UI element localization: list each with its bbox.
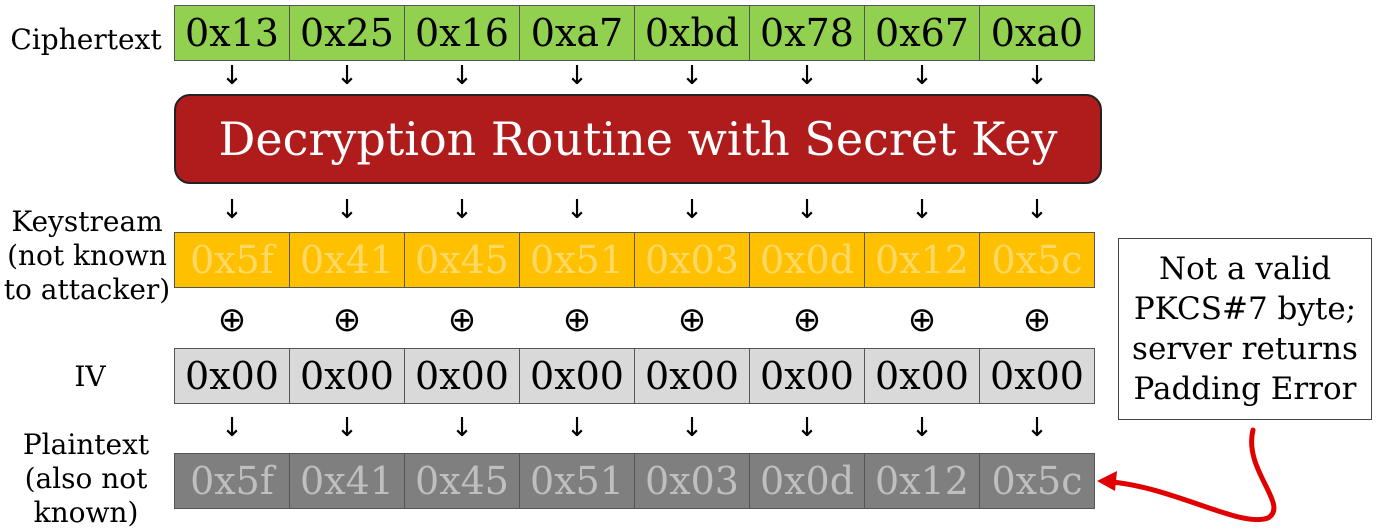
down-arrow-icon: ↓ bbox=[911, 61, 933, 91]
down-arrow-icon: ↓ bbox=[336, 61, 358, 91]
decryption-routine-box: Decryption Routine with Secret Key bbox=[174, 94, 1102, 184]
xor-icon: ⊕ bbox=[907, 300, 937, 340]
ciphertext-byte: 0x13 bbox=[174, 5, 290, 61]
plaintext-byte: 0x5c bbox=[979, 453, 1095, 509]
ciphertext-byte: 0x78 bbox=[749, 5, 865, 61]
plaintext-byte: 0x0d bbox=[749, 453, 865, 509]
keystream-label-line-1: Keystream bbox=[11, 205, 163, 238]
xor-row: ⊕ ⊕ ⊕ ⊕ ⊕ ⊕ ⊕ ⊕ bbox=[174, 298, 1095, 342]
down-arrow-icon: ↓ bbox=[451, 61, 473, 91]
xor-icon: ⊕ bbox=[332, 300, 362, 340]
keystream-byte: 0x12 bbox=[864, 232, 980, 288]
plaintext-byte: 0x45 bbox=[404, 453, 520, 509]
iv-label: IV bbox=[74, 360, 106, 393]
down-arrow-icon: ↓ bbox=[336, 413, 358, 443]
down-arrow-icon: ↓ bbox=[681, 413, 703, 443]
iv-byte: 0x00 bbox=[174, 348, 290, 404]
pointer-arrowhead-icon bbox=[1097, 471, 1117, 491]
down-arrow-icon: ↓ bbox=[336, 195, 358, 225]
down-arrow-icon: ↓ bbox=[911, 413, 933, 443]
plaintext-byte: 0x5f bbox=[174, 453, 290, 509]
xor-icon: ⊕ bbox=[677, 300, 707, 340]
plaintext-byte: 0x03 bbox=[634, 453, 750, 509]
pointer-arrow-curve bbox=[1109, 427, 1277, 522]
keystream-label-line-3: to attacker) bbox=[3, 273, 171, 306]
keystream-byte: 0x03 bbox=[634, 232, 750, 288]
plaintext-label-line-1: Plaintext bbox=[22, 428, 150, 461]
note-line-4: Padding Error bbox=[1133, 371, 1357, 407]
ciphertext-row: 0x13 0x25 0x16 0xa7 0xbd 0x78 0x67 0xa0 bbox=[174, 5, 1095, 61]
down-arrow-icon: ↓ bbox=[221, 413, 243, 443]
keystream-byte: 0x5c bbox=[979, 232, 1095, 288]
iv-byte: 0x00 bbox=[979, 348, 1095, 404]
down-arrow-icon: ↓ bbox=[796, 195, 818, 225]
plaintext-label-line-2: (also not bbox=[24, 462, 148, 495]
xor-icon: ⊕ bbox=[1022, 300, 1052, 340]
down-arrow-icon: ↓ bbox=[221, 61, 243, 91]
ciphertext-byte: 0x25 bbox=[289, 5, 405, 61]
down-arrow-icon: ↓ bbox=[1026, 61, 1048, 91]
keystream-byte: 0x5f bbox=[174, 232, 290, 288]
down-arrow-icon: ↓ bbox=[451, 195, 473, 225]
arrows-to-keystream: ↓ ↓ ↓ ↓ ↓ ↓ ↓ ↓ bbox=[174, 195, 1095, 225]
down-arrow-icon: ↓ bbox=[796, 413, 818, 443]
keystream-label-line-2: (not known bbox=[7, 239, 167, 272]
down-arrow-icon: ↓ bbox=[566, 413, 588, 443]
xor-icon: ⊕ bbox=[792, 300, 822, 340]
ciphertext-byte: 0xa0 bbox=[979, 5, 1095, 61]
xor-icon: ⊕ bbox=[217, 300, 247, 340]
plaintext-byte: 0x41 bbox=[289, 453, 405, 509]
note-line-3: server returns bbox=[1132, 331, 1358, 367]
down-arrow-icon: ↓ bbox=[566, 195, 588, 225]
keystream-row: 0x5f 0x41 0x45 0x51 0x03 0x0d 0x12 0x5c bbox=[174, 232, 1095, 288]
ciphertext-byte: 0x67 bbox=[864, 5, 980, 61]
ciphertext-byte: 0xa7 bbox=[519, 5, 635, 61]
note-line-1: Not a valid bbox=[1158, 251, 1332, 287]
iv-byte: 0x00 bbox=[519, 348, 635, 404]
down-arrow-icon: ↓ bbox=[796, 61, 818, 91]
down-arrow-icon: ↓ bbox=[221, 195, 243, 225]
ciphertext-byte: 0xbd bbox=[634, 5, 750, 61]
ciphertext-label: Ciphertext bbox=[10, 23, 162, 56]
iv-byte: 0x00 bbox=[289, 348, 405, 404]
ciphertext-byte: 0x16 bbox=[404, 5, 520, 61]
down-arrow-icon: ↓ bbox=[1026, 413, 1048, 443]
down-arrow-icon: ↓ bbox=[681, 195, 703, 225]
xor-icon: ⊕ bbox=[447, 300, 477, 340]
iv-row: 0x00 0x00 0x00 0x00 0x00 0x00 0x00 0x00 bbox=[174, 348, 1095, 404]
keystream-byte: 0x0d bbox=[749, 232, 865, 288]
down-arrow-icon: ↓ bbox=[681, 61, 703, 91]
iv-byte: 0x00 bbox=[634, 348, 750, 404]
arrows-to-decrypt: ↓ ↓ ↓ ↓ ↓ ↓ ↓ ↓ bbox=[174, 61, 1095, 91]
plaintext-row: 0x5f 0x41 0x45 0x51 0x03 0x0d 0x12 0x5c bbox=[174, 453, 1095, 509]
padding-error-note: Not a valid PKCS#7 byte; server returns … bbox=[1118, 238, 1372, 420]
arrows-to-plaintext: ↓ ↓ ↓ ↓ ↓ ↓ ↓ ↓ bbox=[174, 413, 1095, 443]
down-arrow-icon: ↓ bbox=[1026, 195, 1048, 225]
down-arrow-icon: ↓ bbox=[911, 195, 933, 225]
keystream-byte: 0x41 bbox=[289, 232, 405, 288]
xor-icon: ⊕ bbox=[562, 300, 592, 340]
note-line-2: PKCS#7 byte; bbox=[1133, 291, 1357, 327]
keystream-label: Keystream (not known to attacker) bbox=[2, 205, 172, 307]
iv-byte: 0x00 bbox=[404, 348, 520, 404]
keystream-byte: 0x45 bbox=[404, 232, 520, 288]
down-arrow-icon: ↓ bbox=[566, 61, 588, 91]
plaintext-byte: 0x51 bbox=[519, 453, 635, 509]
down-arrow-icon: ↓ bbox=[451, 413, 473, 443]
iv-byte: 0x00 bbox=[749, 348, 865, 404]
